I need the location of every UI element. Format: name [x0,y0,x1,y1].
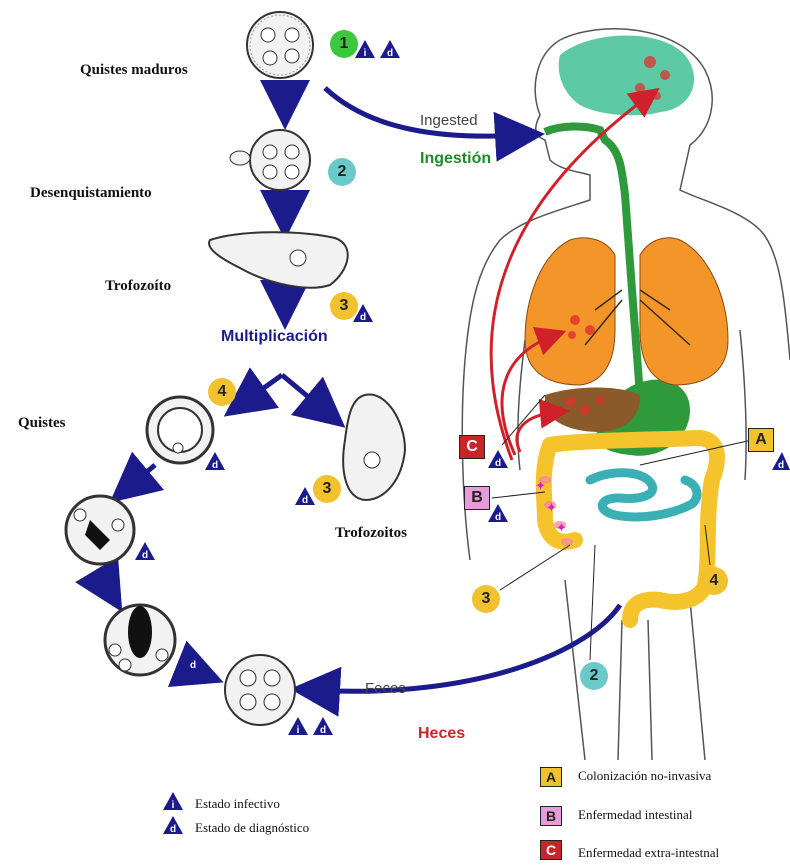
stage-3-trophozoites-badge: 3 [313,475,341,503]
legend-b-box: B [540,806,562,826]
legend-c-text: Enfermedad extra-intestnal [578,845,719,861]
trophozoite-cell [209,232,348,287]
trophozoites-pair [343,394,405,500]
legend-c-box: C [540,840,562,860]
stage-1-badge: 1 [330,30,358,58]
mature-cyst-bottom [225,655,295,725]
legend-diagnostic-text: Estado de diagnóstico [195,820,309,836]
site-b-box: B [464,486,490,510]
label-ingestion: Ingestión [420,150,491,168]
label-desenquistamiento: Desenquistamiento [30,185,152,202]
excysting-cyst [230,130,310,190]
legend-b-text: Enfermedad intestinal [578,807,692,823]
site-a-box: A [748,428,774,452]
immature-cyst-2 [66,496,134,564]
stage-3-badge: 3 [330,292,358,320]
label-quistes: Quistes [18,415,66,432]
label-trofozoitos: Trofozoitos [335,525,407,542]
site-c-box: C [459,435,485,459]
label-feces: Feces [365,680,406,697]
mature-cyst-top [247,12,313,78]
site-2-badge: 2 [580,662,608,690]
stage-4-badge: 4 [208,378,236,406]
site-4-badge: 4 [700,567,728,595]
legend-a-text: Colonización no-invasiva [578,768,711,784]
label-ingested: Ingested [420,112,478,129]
legend-infective-text: Estado infectivo [195,796,280,812]
svg-text:✦: ✦ [546,501,557,516]
immature-cyst-3 [105,605,175,675]
cycle-arrows [100,88,620,691]
label-trofozoito: Trofozoíto [105,278,171,295]
legend-a-box: A [540,767,562,787]
site-3-badge: 3 [472,585,500,613]
label-quistes-maduros: Quistes maduros [80,62,188,79]
stage-2-badge: 2 [328,158,356,186]
small-intestine-organ [590,473,697,517]
svg-text:✦: ✦ [535,479,546,494]
brain-organ [559,35,694,115]
label-multiplicacion: Multiplicación [221,328,328,346]
immature-cyst-1 [147,397,213,463]
svg-text:✦: ✦ [556,521,567,536]
colon-organ [544,438,717,620]
label-heces: Heces [418,725,465,743]
